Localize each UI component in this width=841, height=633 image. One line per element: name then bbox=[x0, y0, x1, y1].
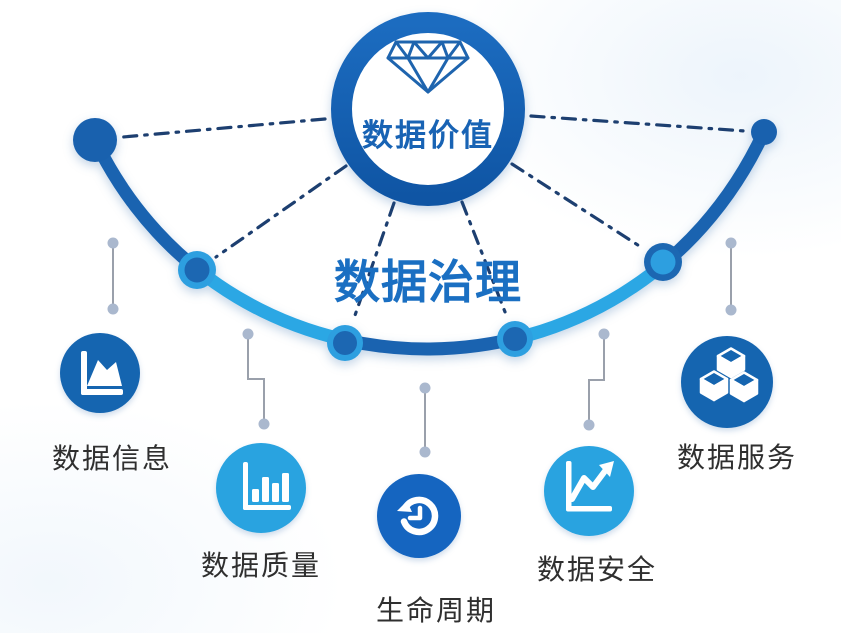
arc-node-3-inner bbox=[503, 327, 527, 351]
item-circle-data-service bbox=[681, 336, 773, 428]
stem-connectors bbox=[107, 237, 737, 458]
dash-link-node-2 bbox=[351, 201, 396, 323]
item-icons bbox=[60, 333, 773, 558]
connector-data-security bbox=[588, 334, 605, 425]
cubes-icon bbox=[699, 347, 759, 403]
item-circle-data-info bbox=[60, 333, 140, 413]
dash-link-left-end bbox=[121, 117, 327, 139]
connector-dots bbox=[107, 237, 737, 458]
trend-line-icon bbox=[566, 461, 614, 512]
connector-data-quality bbox=[247, 334, 265, 424]
arc-node-2-inner bbox=[333, 331, 357, 355]
bar-chart-icon bbox=[243, 462, 291, 510]
item-label-data-info: 数据信息 bbox=[51, 443, 172, 474]
lifecycle-history-icon bbox=[397, 496, 439, 536]
arc-endpoint-right bbox=[751, 119, 777, 145]
governance-arc-group bbox=[73, 118, 777, 361]
area-chart-icon bbox=[81, 351, 123, 395]
dash-link-right-end bbox=[529, 114, 747, 133]
diamond-icon bbox=[386, 40, 470, 94]
arc-node-1-inner bbox=[184, 257, 210, 283]
dash-spokes bbox=[121, 114, 747, 323]
arc-node-4-inner bbox=[650, 249, 676, 275]
item-label-data-service: 数据服务 bbox=[676, 442, 797, 473]
item-label-data-security: 数据安全 bbox=[536, 554, 657, 585]
dash-link-node-3 bbox=[460, 200, 509, 319]
item-label-data-quality: 数据质量 bbox=[200, 550, 321, 581]
value-badge-label: 数据价值 bbox=[362, 118, 494, 153]
arc-nodes bbox=[178, 243, 682, 361]
arc-endpoint-left bbox=[73, 118, 117, 162]
page-title: 数据治理 bbox=[334, 256, 522, 308]
item-circle-data-security bbox=[544, 446, 634, 536]
dash-link-node-4 bbox=[510, 162, 646, 251]
item-circle-lifecycle bbox=[377, 474, 461, 558]
item-label-lifecycle: 生命周期 bbox=[375, 595, 496, 626]
value-badge bbox=[331, 12, 525, 206]
value-badge-ring bbox=[331, 12, 525, 206]
dash-link-node-1 bbox=[214, 164, 348, 259]
governance-arc bbox=[88, 125, 771, 356]
item-circle-data-quality bbox=[216, 443, 306, 533]
